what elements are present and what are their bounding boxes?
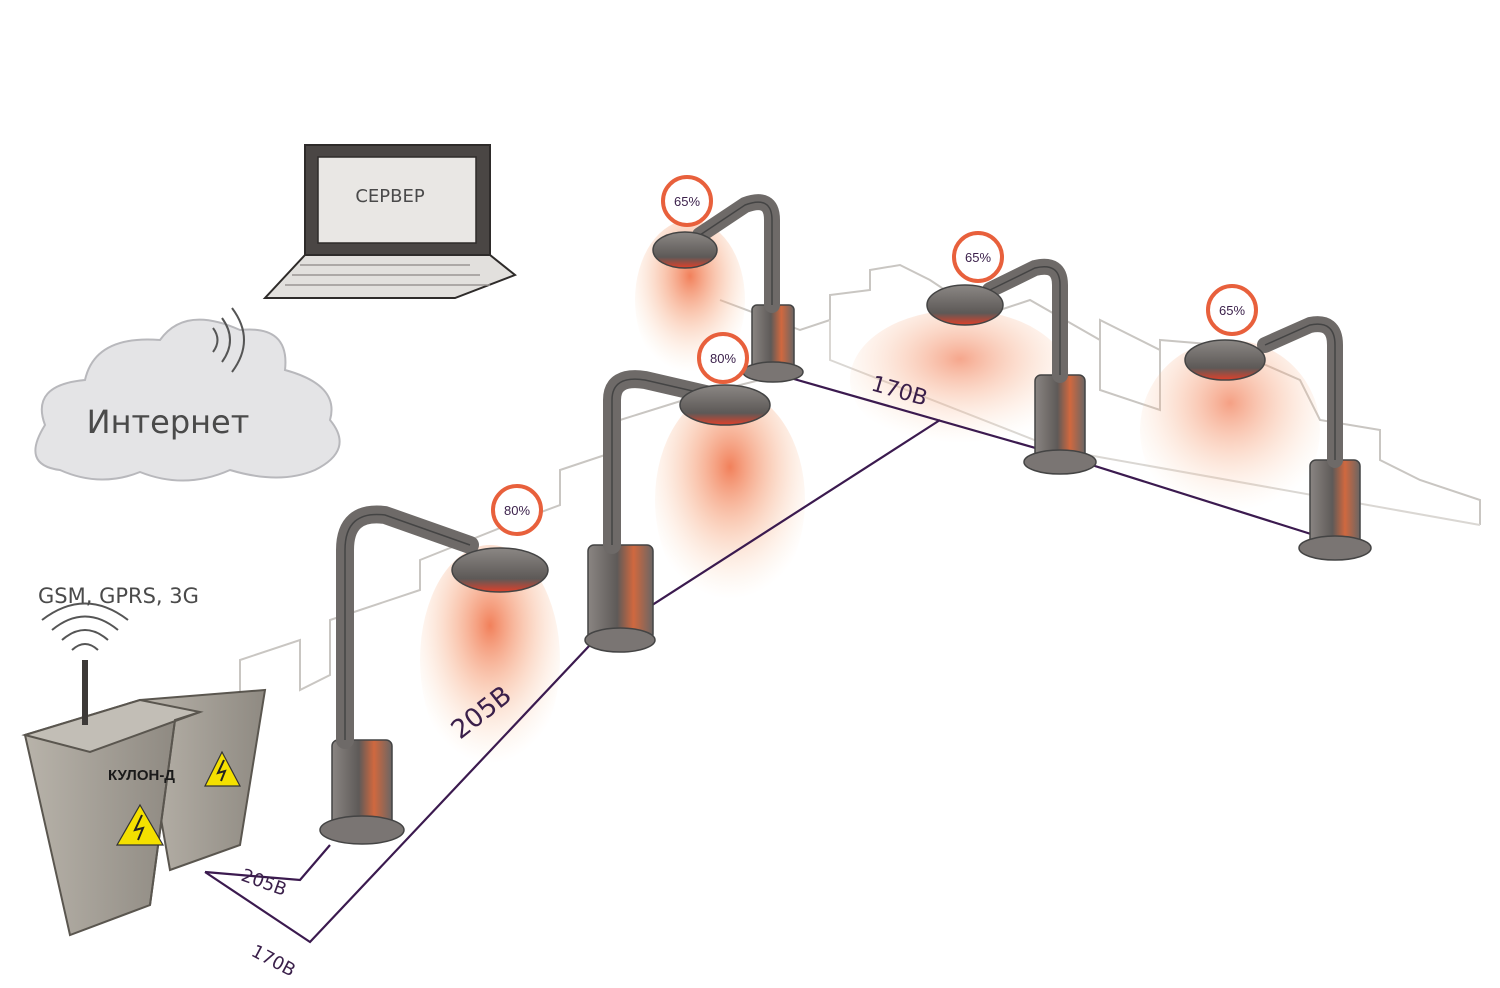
cloud-signal-icon [212, 307, 245, 373]
light-glows [420, 220, 1320, 775]
glow [655, 390, 805, 610]
lamp-level-badge: 65% [952, 231, 1004, 283]
glow [850, 310, 1070, 450]
lamp-level-badge: 80% [697, 332, 749, 384]
wire-line-c [779, 373, 1061, 457]
lamp-level-badge: 80% [491, 484, 543, 536]
server-laptop: СЕРВЕР [262, 144, 517, 299]
hazard-icon [115, 803, 165, 846]
control-cabinet: КУЛОН-Д [21, 660, 267, 937]
street-lamp [584, 370, 771, 653]
internet-cloud: Интернет [34, 318, 341, 482]
lamp-level-text: 65% [965, 250, 991, 265]
lamp-level-badge: 65% [1206, 284, 1258, 336]
street-lamp [926, 258, 1097, 475]
wire-short [204, 844, 331, 882]
wire-label-long: 170В [248, 941, 299, 981]
lamp-level-text: 65% [674, 194, 700, 209]
lamp-level-text: 80% [710, 351, 736, 366]
server-label: СЕРВЕР [355, 186, 425, 207]
glow [1140, 340, 1320, 520]
street-lamp [319, 505, 549, 845]
internet-label: Интернет [87, 403, 250, 441]
laptop-keyboard [262, 254, 517, 299]
street-lamp [1184, 316, 1372, 561]
wire-label-short: 205В [238, 865, 289, 901]
power-wires [204, 373, 1331, 944]
lamp-level-text: 65% [1219, 303, 1245, 318]
street-lamp [652, 194, 804, 383]
wireless-label: GSM, GPRS, 3G [38, 584, 199, 608]
lamp-level-text: 80% [504, 503, 530, 518]
cabinet-label: КУЛОН-Д [108, 767, 175, 784]
wire-line-d [1059, 453, 1331, 542]
cabinet-signal-icon [41, 602, 129, 651]
lamp-level-badge: 65% [661, 175, 713, 227]
glow [420, 545, 560, 775]
hazard-icon [204, 750, 241, 787]
wire-line-a [204, 644, 591, 944]
background-walls [199, 263, 1481, 811]
